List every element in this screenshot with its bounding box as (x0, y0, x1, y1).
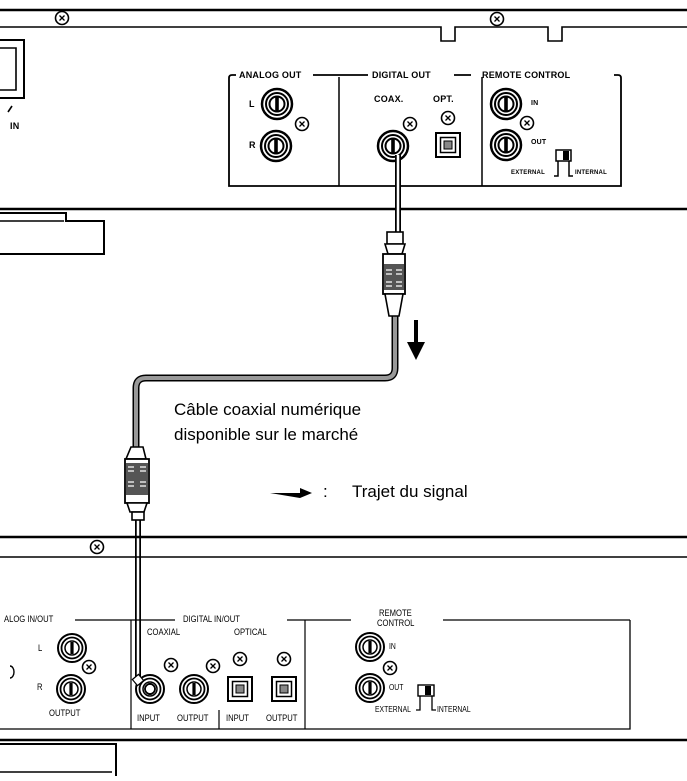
remote-in-jack (489, 87, 523, 121)
cable-label-line2: disponible sur le marché (174, 425, 359, 444)
top-opt-screw (440, 110, 456, 126)
digital-out-title: DIGITAL OUT (372, 70, 431, 80)
legend-separator: : (323, 482, 328, 501)
remote-out-jack (489, 128, 523, 162)
remote-internal-label: INTERNAL (575, 170, 607, 176)
bottom-remote-title-line2: CONTROL (377, 618, 415, 628)
bottom-analog-screw (81, 659, 97, 675)
remote-ext-int-switch (554, 149, 573, 177)
bottom-optical-label: OPTICAL (234, 627, 267, 637)
top-device-outline (0, 8, 687, 255)
bottom-coax-input-label: INPUT (137, 713, 160, 723)
bottom-remote-screw (382, 660, 398, 676)
bottom-opt-input-screw (232, 651, 248, 667)
bottom-analog-output-label: OUTPUT (49, 708, 81, 718)
analog-out-r-jack (259, 129, 293, 163)
bottom-top-screw (89, 539, 105, 555)
bottom-analog-title: ALOG IN/OUT (4, 614, 54, 624)
analog-out-r-label: R (249, 140, 256, 150)
analog-out-l-jack (260, 87, 294, 121)
bottom-remote-out-label: OUT (389, 683, 404, 692)
bottom-coax-output-screw (205, 658, 221, 674)
remote-screw (519, 115, 535, 131)
top-opt-out-port (435, 132, 461, 158)
top-rca-plug (382, 231, 407, 317)
remote-out-label: OUT (531, 139, 547, 146)
bottom-opt-output-port (271, 676, 297, 702)
remote-external-label: EXTERNAL (511, 170, 545, 176)
top-coax-label: COAX. (374, 94, 404, 104)
top-screw-left (54, 10, 70, 26)
coaxial-cable (132, 155, 401, 682)
bottom-remote-in-jack (355, 632, 385, 662)
bottom-opt-output-screw (276, 651, 292, 667)
top-coax-screw (402, 116, 418, 132)
analog-out-l-label: L (249, 99, 255, 109)
legend-text: Trajet du signal (352, 482, 468, 501)
bottom-coaxial-label: COAXIAL (147, 627, 181, 637)
analog-out-screw (294, 116, 310, 132)
signal-direction-arrow-icon (407, 320, 425, 360)
bottom-remote-external-label: EXTERNAL (375, 705, 411, 714)
top-screw-right (489, 11, 505, 27)
remote-in-label: IN (531, 100, 539, 107)
bottom-coax-output-jack (179, 674, 209, 704)
analog-out-title: ANALOG OUT (239, 70, 302, 80)
cable-label-line1: Câble coaxial numérique (174, 400, 362, 419)
bottom-rca-plug (124, 446, 150, 521)
top-rear-panel (228, 74, 622, 187)
bottom-remote-in-label: IN (389, 642, 396, 651)
bottom-remote-out-jack (355, 673, 385, 703)
top-left-in-label: IN (10, 121, 20, 131)
bottom-opt-input-port (227, 676, 253, 702)
bottom-coax-output-label: OUTPUT (177, 713, 209, 723)
bottom-analog-l-jack (57, 633, 87, 663)
top-opt-label: OPT. (433, 94, 454, 104)
bottom-remote-title-line1: REMOTE (379, 608, 412, 618)
remote-control-title: REMOTE CONTROL (482, 70, 571, 80)
bottom-opt-input-label: INPUT (226, 713, 249, 723)
bottom-remote-internal-label: INTERNAL (437, 705, 471, 714)
bottom-device-outline (0, 535, 687, 776)
top-coax-out-jack (376, 129, 410, 163)
bottom-digital-title: DIGITAL IN/OUT (183, 614, 240, 624)
bottom-analog-r-jack (56, 674, 86, 704)
bottom-analog-l-label: L (38, 643, 43, 653)
legend-arrow-icon (270, 488, 312, 498)
bottom-rear-panel (0, 619, 631, 730)
bottom-remote-ext-int-switch (416, 684, 436, 711)
bottom-analog-r-label: R (37, 682, 43, 692)
bottom-coax-input-screw (163, 657, 179, 673)
bottom-inserted-plug (131, 673, 156, 695)
bottom-opt-output-label: OUTPUT (266, 713, 298, 723)
